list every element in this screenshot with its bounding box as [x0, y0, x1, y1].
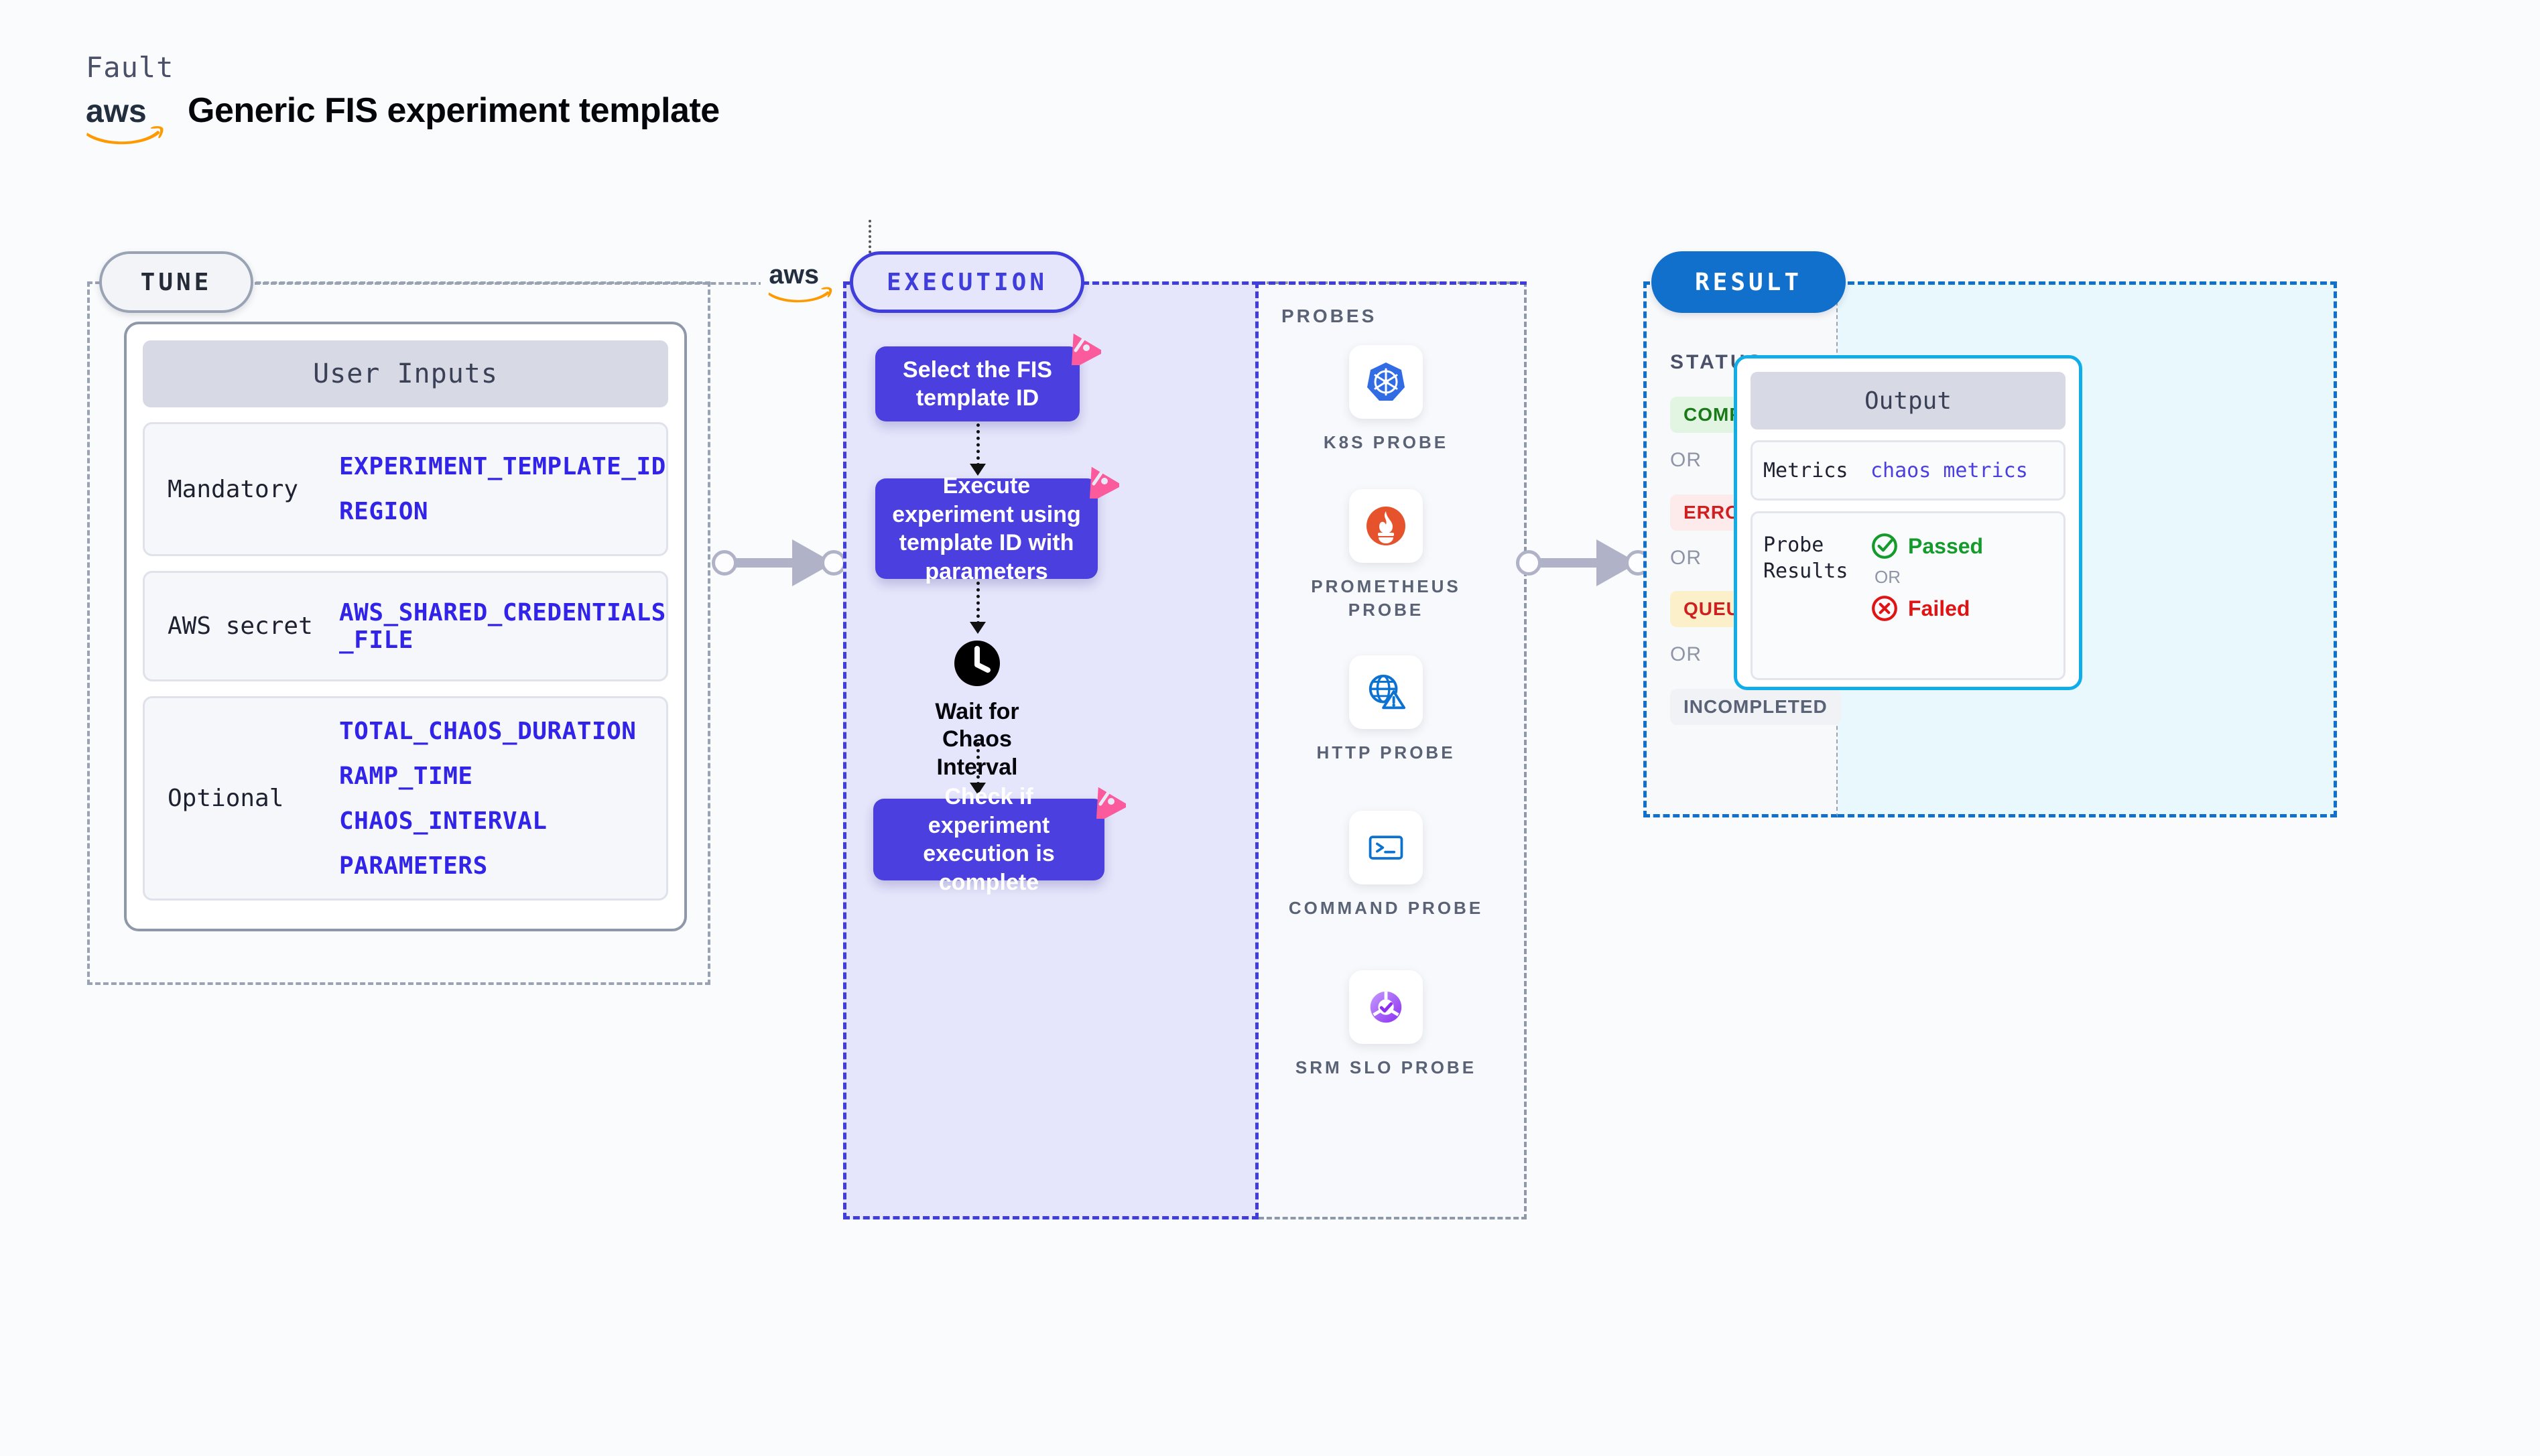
input-row-values: TOTAL_CHAOS_DURATION RAMP_TIME CHAOS_INT…: [339, 718, 636, 880]
probe-result-or: OR: [1875, 567, 1901, 587]
output-metrics-key: Metrics: [1763, 458, 1848, 482]
execution-panel: EXECUTION Select the FIS template ID Exe…: [843, 220, 1527, 1219]
execution-pill-label: EXECUTION: [850, 251, 1084, 313]
flow-step-execute-experiment[interactable]: Execute experiment using template ID wit…: [875, 473, 1098, 584]
flow-arrow-2: [970, 582, 986, 634]
input-row-label: AWS secret: [168, 612, 313, 640]
probe-label: PROMETHEUS PROBE: [1311, 576, 1461, 620]
flow-step-check-complete[interactable]: Check if experiment execution is complet…: [873, 784, 1104, 895]
input-value: PARAMETERS: [339, 852, 488, 880]
probe-item-prometheus[interactable]: PROMETHEUS PROBE: [1272, 489, 1500, 622]
input-value: TOTAL_CHAOS_DURATION: [339, 717, 637, 745]
http-globe-warning-icon: [1349, 655, 1423, 729]
execution-tick-line: [869, 220, 871, 253]
input-row-optional: Optional TOTAL_CHAOS_DURATION RAMP_TIME …: [143, 696, 668, 901]
status-or-3: OR: [1670, 643, 1702, 665]
output-row-metrics: Metrics chaos metrics: [1751, 440, 2066, 501]
input-row-label: Optional: [168, 785, 284, 812]
user-inputs-card: User Inputs Mandatory EXPERIMENT_TEMPLAT…: [124, 322, 687, 931]
probe-label: K8S PROBE: [1323, 432, 1449, 452]
aws-logo-icon: aws: [86, 94, 166, 146]
terminal-icon: [1349, 811, 1423, 884]
execution-flow-subpanel: [843, 281, 1259, 1219]
probe-label: SRM SLO PROBE: [1295, 1057, 1477, 1077]
probe-label: COMMAND PROBE: [1288, 898, 1484, 918]
clock-icon: [954, 641, 1000, 686]
kubernetes-icon: [1349, 345, 1423, 419]
check-circle-icon: [1872, 533, 1897, 559]
output-row-probe-results: Probe Results Passed OR: [1751, 511, 2066, 680]
input-value: CHAOS_INTERVAL: [339, 807, 548, 835]
input-row-mandatory: Mandatory EXPERIMENT_TEMPLATE_ID REGION: [143, 422, 668, 556]
output-title: Output: [1751, 372, 2066, 429]
passed-label: Passed: [1908, 533, 1984, 558]
probes-title: PROBES: [1281, 306, 1377, 326]
page-kicker: Fault: [86, 51, 174, 84]
status-or-1: OR: [1670, 449, 1702, 471]
probe-item-srm-slo[interactable]: SRM SLO PROBE: [1272, 970, 1500, 1079]
input-row-values: EXPERIMENT_TEMPLATE_ID REGION: [339, 453, 666, 525]
flow-arrow-3: [970, 742, 986, 795]
input-value: REGION: [339, 498, 429, 525]
svg-text:aws: aws: [86, 94, 147, 129]
litmus-logo-icon: [1079, 464, 1123, 503]
tune-pill-label: TUNE: [99, 251, 253, 313]
probe-item-http[interactable]: HTTP PROBE: [1272, 655, 1500, 765]
prometheus-icon: [1349, 489, 1423, 563]
probe-item-command[interactable]: COMMAND PROBE: [1272, 811, 1500, 920]
litmus-logo-icon: [1061, 330, 1105, 370]
input-row-aws-secret: AWS secret AWS_SHARED_CREDENTIALS _FILE: [143, 571, 668, 681]
svg-text:aws: aws: [769, 260, 819, 289]
execution-top-dash-line: [1259, 281, 1527, 285]
tune-to-execution-arrow: [712, 539, 846, 586]
page-title: Generic FIS experiment template: [188, 91, 720, 130]
x-circle-icon: [1872, 596, 1897, 621]
probes-subpanel: [1259, 281, 1527, 1219]
probe-result-values: Passed OR Failed: [1870, 532, 1983, 622]
execution-to-result-arrow: [1516, 539, 1651, 586]
output-probe-key: Probe Results: [1763, 533, 1848, 583]
probe-result-passed: Passed: [1870, 532, 1983, 560]
input-value: RAMP_TIME: [339, 762, 473, 790]
flow-step-select-template[interactable]: Select the FIS template ID: [875, 346, 1080, 421]
litmus-logo-icon: [1086, 784, 1130, 823]
input-row-values: AWS_SHARED_CREDENTIALS _FILE: [339, 599, 666, 654]
probe-result-failed: Failed: [1870, 594, 1983, 622]
result-pill-label: RESULT: [1651, 251, 1846, 313]
user-inputs-title: User Inputs: [143, 340, 668, 407]
probe-item-k8s[interactable]: K8S PROBE: [1272, 345, 1500, 454]
output-metrics-value: chaos metrics: [1870, 458, 2028, 482]
status-or-2: OR: [1670, 547, 1702, 569]
input-value: EXPERIMENT_TEMPLATE_ID: [339, 453, 666, 480]
flow-arrow-1: [970, 423, 986, 476]
input-value: AWS_SHARED_CREDENTIALS _FILE: [339, 598, 666, 654]
probe-label: HTTP PROBE: [1316, 742, 1456, 763]
result-panel: RESULT STATUS COMPLETED OR ERRORED OR QU…: [1643, 251, 2337, 817]
input-row-label: Mandatory: [168, 475, 299, 503]
tune-panel: aws TUNE User Inputs Mandatory EXPERIMEN…: [87, 249, 841, 985]
status-badge-incompleted: INCOMPLETED: [1670, 689, 1841, 725]
srm-slo-donut-icon: [1349, 970, 1423, 1044]
tune-aws-logo-icon: aws: [761, 249, 841, 316]
output-card: Output Metrics chaos metrics Probe Resul…: [1734, 355, 2082, 690]
failed-label: Failed: [1908, 596, 1970, 620]
tune-top-dash-line: [255, 282, 764, 285]
